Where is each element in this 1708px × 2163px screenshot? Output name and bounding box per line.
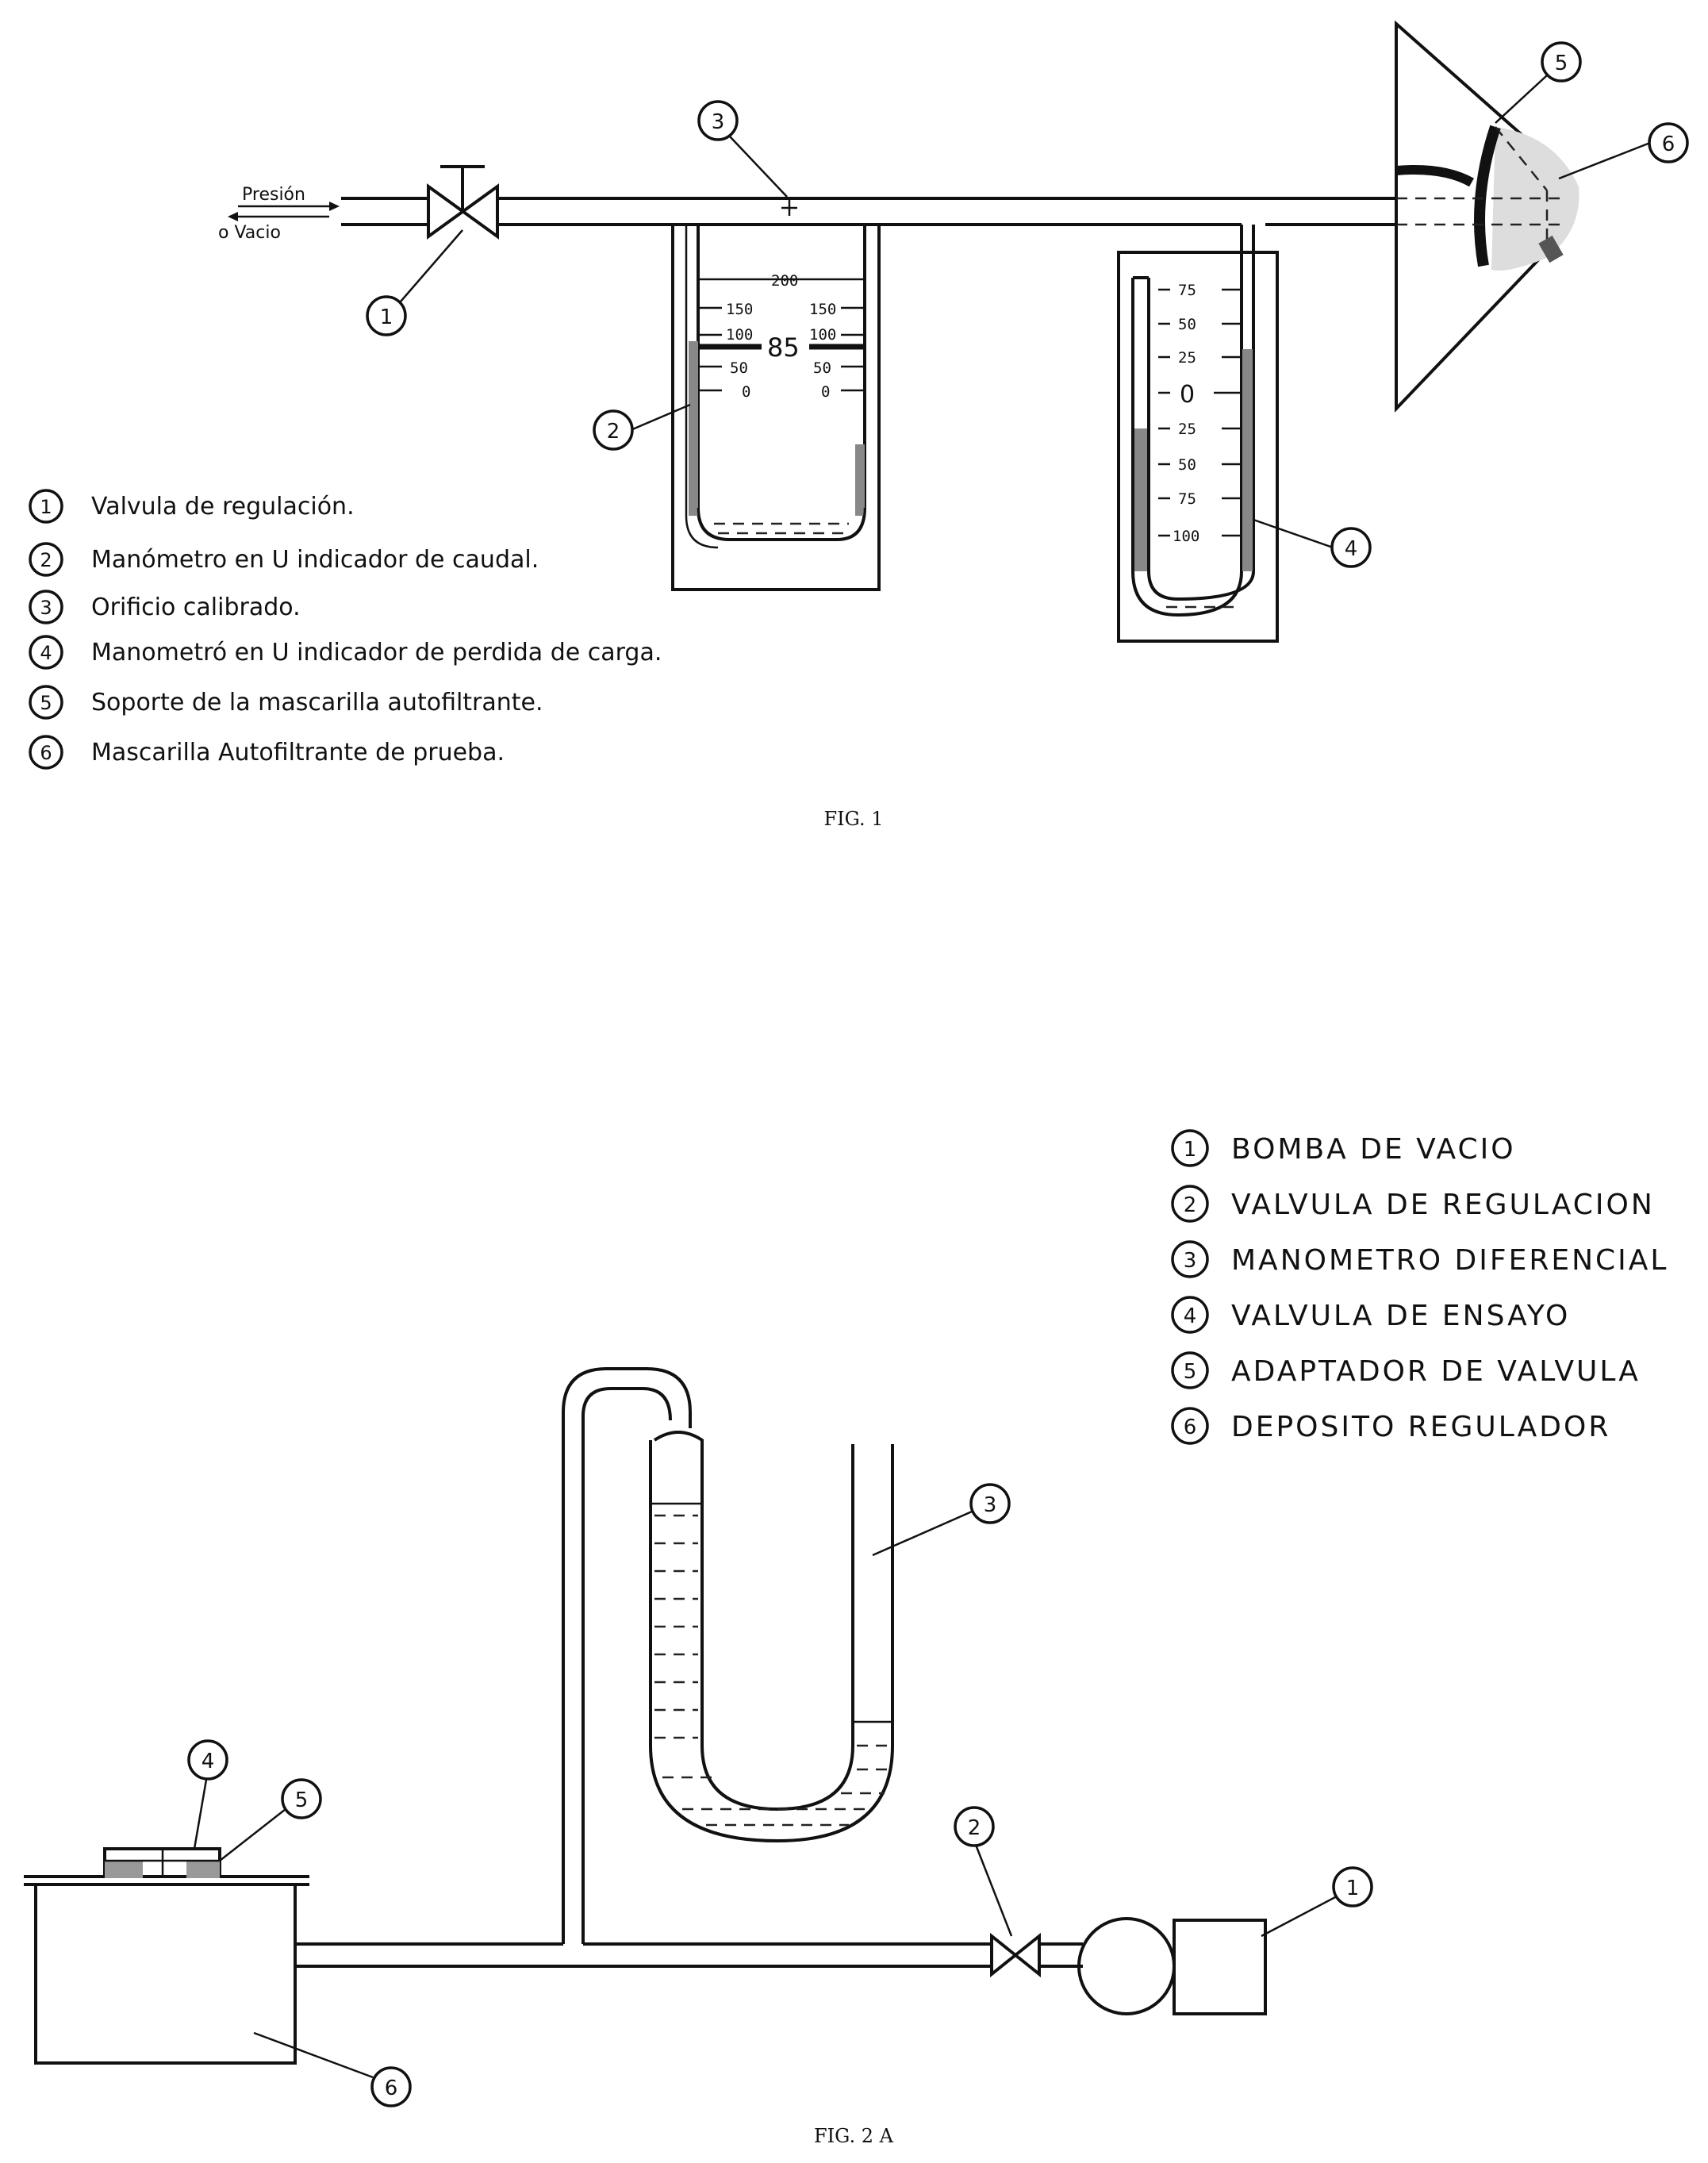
fig1-legend-num-6: 6 [40, 742, 52, 764]
fig2-callout-5: 5 [295, 1788, 309, 1812]
fig1-legend-text-1: Valvula de regulación. [91, 493, 355, 521]
flow-tick-200: 200 [771, 272, 798, 290]
fig1-legend-num-3: 3 [40, 597, 52, 619]
fig1-legend-text-2: Manómetro en U indicador de caudal. [91, 546, 539, 574]
drop-tick-50-top: 50 [1178, 316, 1196, 333]
fig2-legend-text-1: BOMBA DE VACIO [1231, 1133, 1516, 1166]
fig1-caption: FIG. 1 [824, 808, 884, 830]
flow-tick-100-right: 100 [809, 326, 836, 344]
flow-reading: 85 [767, 332, 800, 363]
fig1-callout-1: 1 [380, 305, 393, 329]
flow-tick-50-right: 50 [813, 359, 831, 377]
fig1-callout-6: 6 [1662, 133, 1675, 156]
test-valve-icon [103, 1847, 221, 1878]
vacuum-label: o Vacio [218, 223, 281, 243]
fig2-regulating-valve-icon [990, 1932, 1041, 1978]
flow-tick-150-right: 150 [809, 301, 836, 318]
fig1-legend-text-6: Mascarilla Autofiltrante de prueba. [91, 739, 505, 766]
fig2-legend-num-1: 1 [1184, 1138, 1197, 1162]
fig2-legend-text-6: DEPOSITO REGULADOR [1231, 1411, 1610, 1443]
fig2-callout-2: 2 [968, 1816, 981, 1840]
fig2-callouts: 1 2 3 4 5 6 [187, 1483, 1373, 2107]
fig2-legend-num-3: 3 [1184, 1249, 1197, 1273]
regulating-tank [24, 1875, 309, 2065]
drop-tick-25-top: 25 [1178, 349, 1196, 367]
fig2-legend-num-5: 5 [1184, 1360, 1197, 1384]
fig2-callout-3: 3 [984, 1493, 997, 1517]
fig2-legend-text-2: VALVULA DE REGULACION [1231, 1189, 1655, 1221]
fig1-legend-text-3: Orificio calibrado. [91, 594, 301, 621]
fig2-callout-6: 6 [385, 2077, 398, 2100]
flow-tick-0-right: 0 [821, 383, 830, 401]
drop-tick-75-top: 75 [1178, 282, 1196, 299]
flow-tick-100-left: 100 [726, 326, 753, 344]
pressure-label: Presión [242, 185, 305, 205]
fig1-legend-num-1: 1 [40, 496, 52, 518]
drop-tick-75-bottom: 75 [1178, 490, 1196, 508]
fig2-legend-num-6: 6 [1184, 1416, 1197, 1439]
fig2-legend: 1 BOMBA DE VACIO 2 VALVULA DE REGULACION… [1171, 1129, 1668, 1445]
drop-tick-50-bottom: 50 [1178, 456, 1196, 474]
fig2-legend-num-4: 4 [1184, 1304, 1197, 1328]
fig1-legend-num-2: 2 [40, 549, 52, 571]
fig1-legend-num-4: 4 [40, 642, 52, 664]
fig1-callout-2: 2 [607, 420, 620, 444]
fig2-legend-text-3: MANOMETRO DIFERENCIAL [1231, 1244, 1668, 1277]
fig1-legend-num-5: 5 [40, 692, 52, 714]
fig1-callout-4: 4 [1345, 537, 1358, 561]
differential-manometer [562, 1367, 894, 1944]
pressure-drop-manometer: 75 50 25 0 25 50 75 100 [1117, 225, 1279, 643]
fig2-callout-4: 4 [202, 1750, 215, 1773]
manometer-liquid [652, 1502, 891, 1827]
fig1-callout-5: 5 [1555, 52, 1568, 75]
fig1-legend-text-4: Manometró en U indicador de perdida de c… [91, 639, 662, 667]
fig1-callout-3: 3 [712, 110, 725, 134]
fig1-callouts: 1 2 3 4 5 6 [366, 41, 1689, 568]
test-mask-icon [1395, 125, 1579, 271]
flow-tick-150-left: 150 [726, 301, 753, 318]
fig2-piping [295, 1942, 1083, 1968]
fig1-inlet: Presión o Vacio [218, 185, 428, 243]
flow-manometer: 200 150 100 50 0 150 100 50 0 85 [671, 223, 881, 591]
fig1: Presión o Vacio [29, 20, 1689, 830]
fig2-legend-text-4: VALVULA DE ENSAYO [1231, 1300, 1570, 1332]
drop-tick-25-bottom: 25 [1178, 421, 1196, 438]
regulating-valve-icon [427, 165, 499, 240]
fig2-caption: FIG. 2 A [814, 2125, 894, 2147]
fig1-legend: 1 Valvula de regulación. 2 Manómetro en … [29, 489, 662, 770]
drop-tick-100: 100 [1173, 528, 1199, 545]
flow-tick-0-left: 0 [742, 383, 750, 401]
fig2-callout-1: 1 [1346, 1877, 1360, 1900]
fig2: 1 BOMBA DE VACIO 2 VALVULA DE REGULACION… [24, 1129, 1668, 2147]
vacuum-pump-icon [1077, 1917, 1267, 2015]
fig1-main-pipe [497, 197, 1396, 226]
flow-tick-50-left: 50 [730, 359, 748, 377]
fig2-legend-num-2: 2 [1184, 1193, 1197, 1217]
fig1-legend-text-5: Soporte de la mascarilla autofiltrante. [91, 689, 543, 717]
drop-tick-0: 0 [1180, 381, 1195, 409]
fig2-legend-text-5: ADAPTADOR DE VALVULA [1231, 1355, 1641, 1388]
